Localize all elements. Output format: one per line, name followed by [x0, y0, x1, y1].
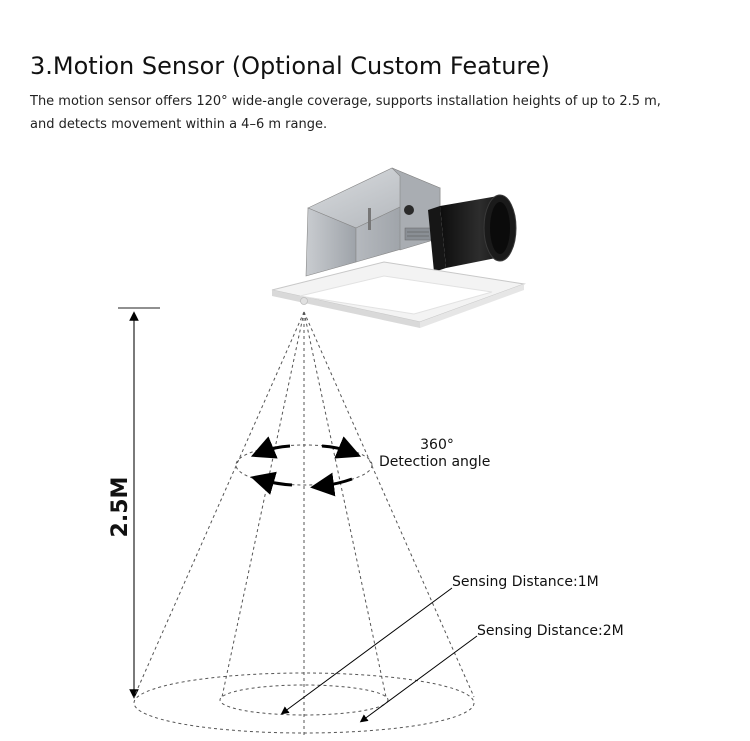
rotation-arrows [250, 436, 362, 497]
sensing-distance-2m-label: Sensing Distance:2M [477, 623, 624, 639]
height-dimension: 2.5M [108, 307, 160, 699]
section-description: The motion sensor offers 120° wide-angle… [30, 90, 730, 136]
description-line-2: and detects movement within a 4–6 m rang… [30, 117, 328, 132]
exhaust-fan-illustration [271, 167, 526, 328]
rotation-arrow-bottom-left [250, 471, 293, 495]
rotation-arrow-top-left [250, 436, 291, 459]
inner-cone-left [221, 311, 305, 698]
rotation-ellipse [235, 444, 373, 486]
outer-coverage-ellipse [133, 672, 475, 734]
rotation-arrow-bottom-right [310, 472, 353, 497]
section-header: 3.Motion Sensor (Optional Custom Feature… [30, 52, 730, 136]
height-label: 2.5M [108, 477, 133, 538]
inner-coverage-ellipse [219, 684, 389, 716]
inner-cone-right [303, 311, 387, 698]
detection-angle-label: Detection angle [379, 454, 490, 470]
rotation-arrow-top-right [321, 436, 362, 459]
cone-left-edge [133, 311, 305, 698]
description-line-1: The motion sensor offers 120° wide-angle… [30, 94, 661, 109]
sensing-distance-1m-callout: Sensing Distance:1M [280, 574, 599, 715]
sensing-distance-1m-label: Sensing Distance:1M [452, 574, 599, 590]
section-title: 3.Motion Sensor (Optional Custom Feature… [30, 52, 550, 80]
sensing-distance-2m-callout: Sensing Distance:2M [359, 623, 624, 723]
cone-right-edge [303, 311, 475, 698]
detection-angle-value: 360° [420, 437, 454, 453]
detection-cone [133, 311, 475, 735]
motion-sensor-lens [300, 297, 308, 305]
